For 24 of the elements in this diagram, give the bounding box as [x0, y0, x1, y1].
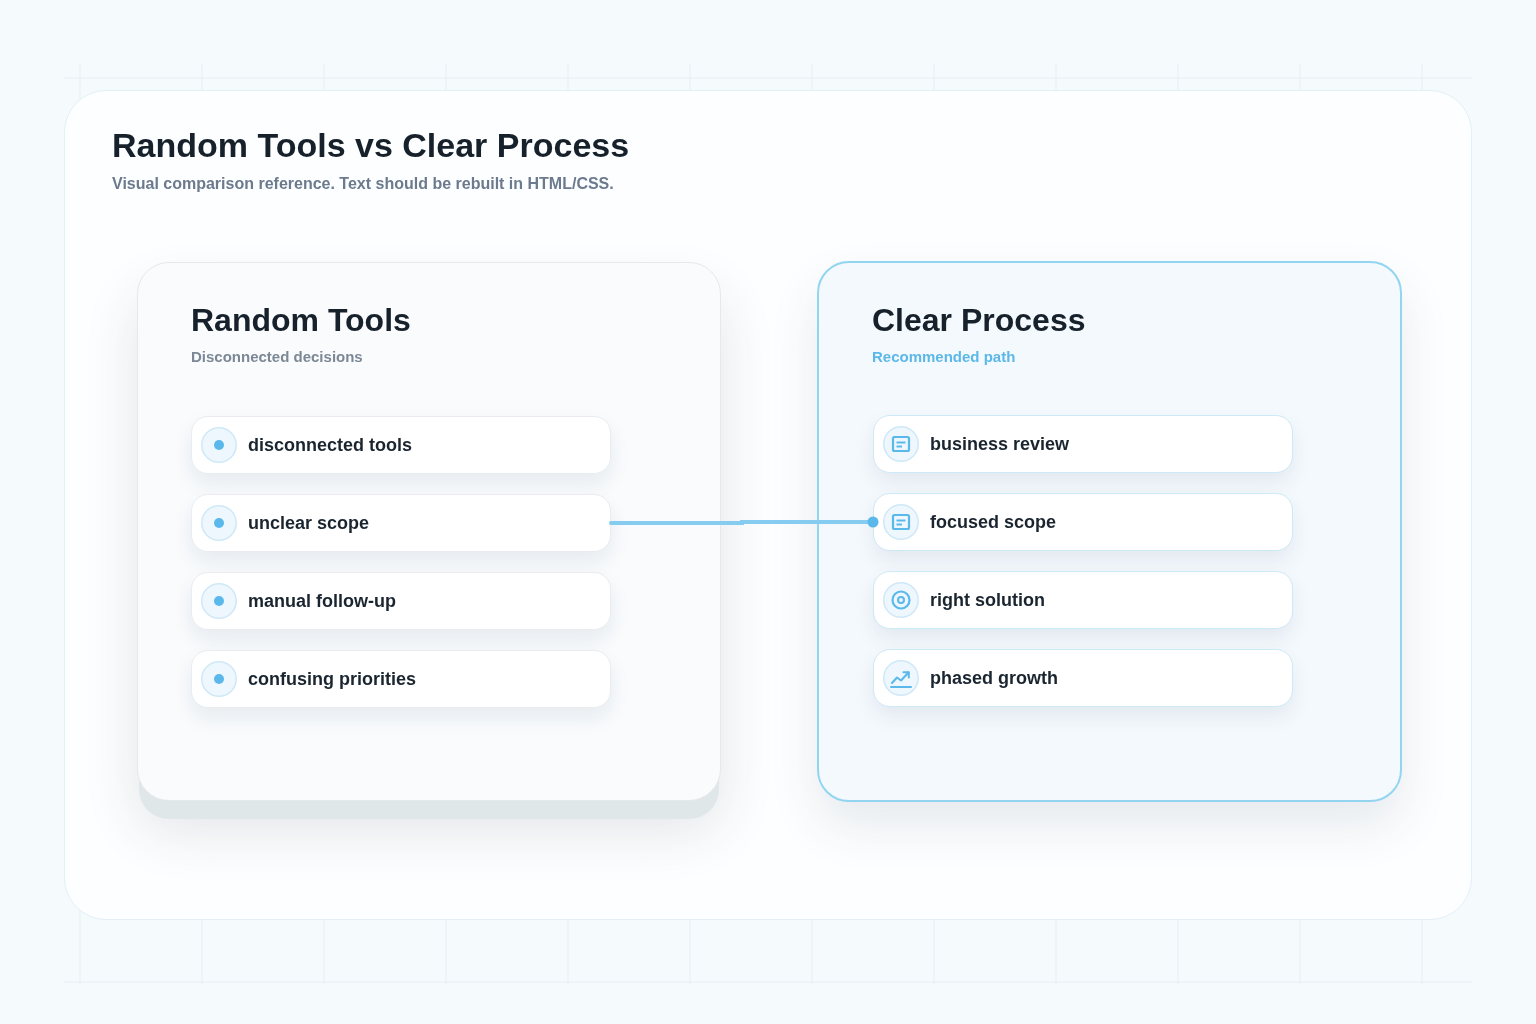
list-item: [191, 650, 611, 708]
diagram-subtitle: Visual comparison reference. Text should be rebuilt in HTML/CSS.: [112, 174, 614, 194]
list-item: [191, 416, 611, 474]
list-item: [873, 649, 1293, 707]
panel-heading: Random Tools: [191, 301, 411, 339]
item-label: business review: [930, 433, 1070, 455]
comparison-panel: [817, 261, 1402, 802]
item-label: disconnected tools: [248, 434, 413, 456]
list-item: [191, 494, 611, 552]
item-label: focused scope: [930, 511, 1057, 533]
panel-subtitle: Disconnected decisions: [191, 348, 363, 366]
panel-subtitle: Recommended path: [872, 348, 1016, 366]
list-item: [873, 493, 1293, 551]
item-label: confusing priorities: [248, 668, 416, 690]
diagram-title: Random Tools vs Clear Process: [112, 125, 630, 166]
list-item: [191, 572, 611, 630]
item-label: right solution: [930, 589, 1045, 611]
item-label: manual follow-up: [248, 590, 396, 612]
item-label: phased growth: [930, 667, 1058, 689]
connector-line: [609, 516, 879, 528]
list-item: [873, 571, 1293, 629]
item-label: unclear scope: [248, 512, 370, 534]
panel-heading: Clear Process: [872, 301, 1086, 339]
list-item: [873, 415, 1293, 473]
